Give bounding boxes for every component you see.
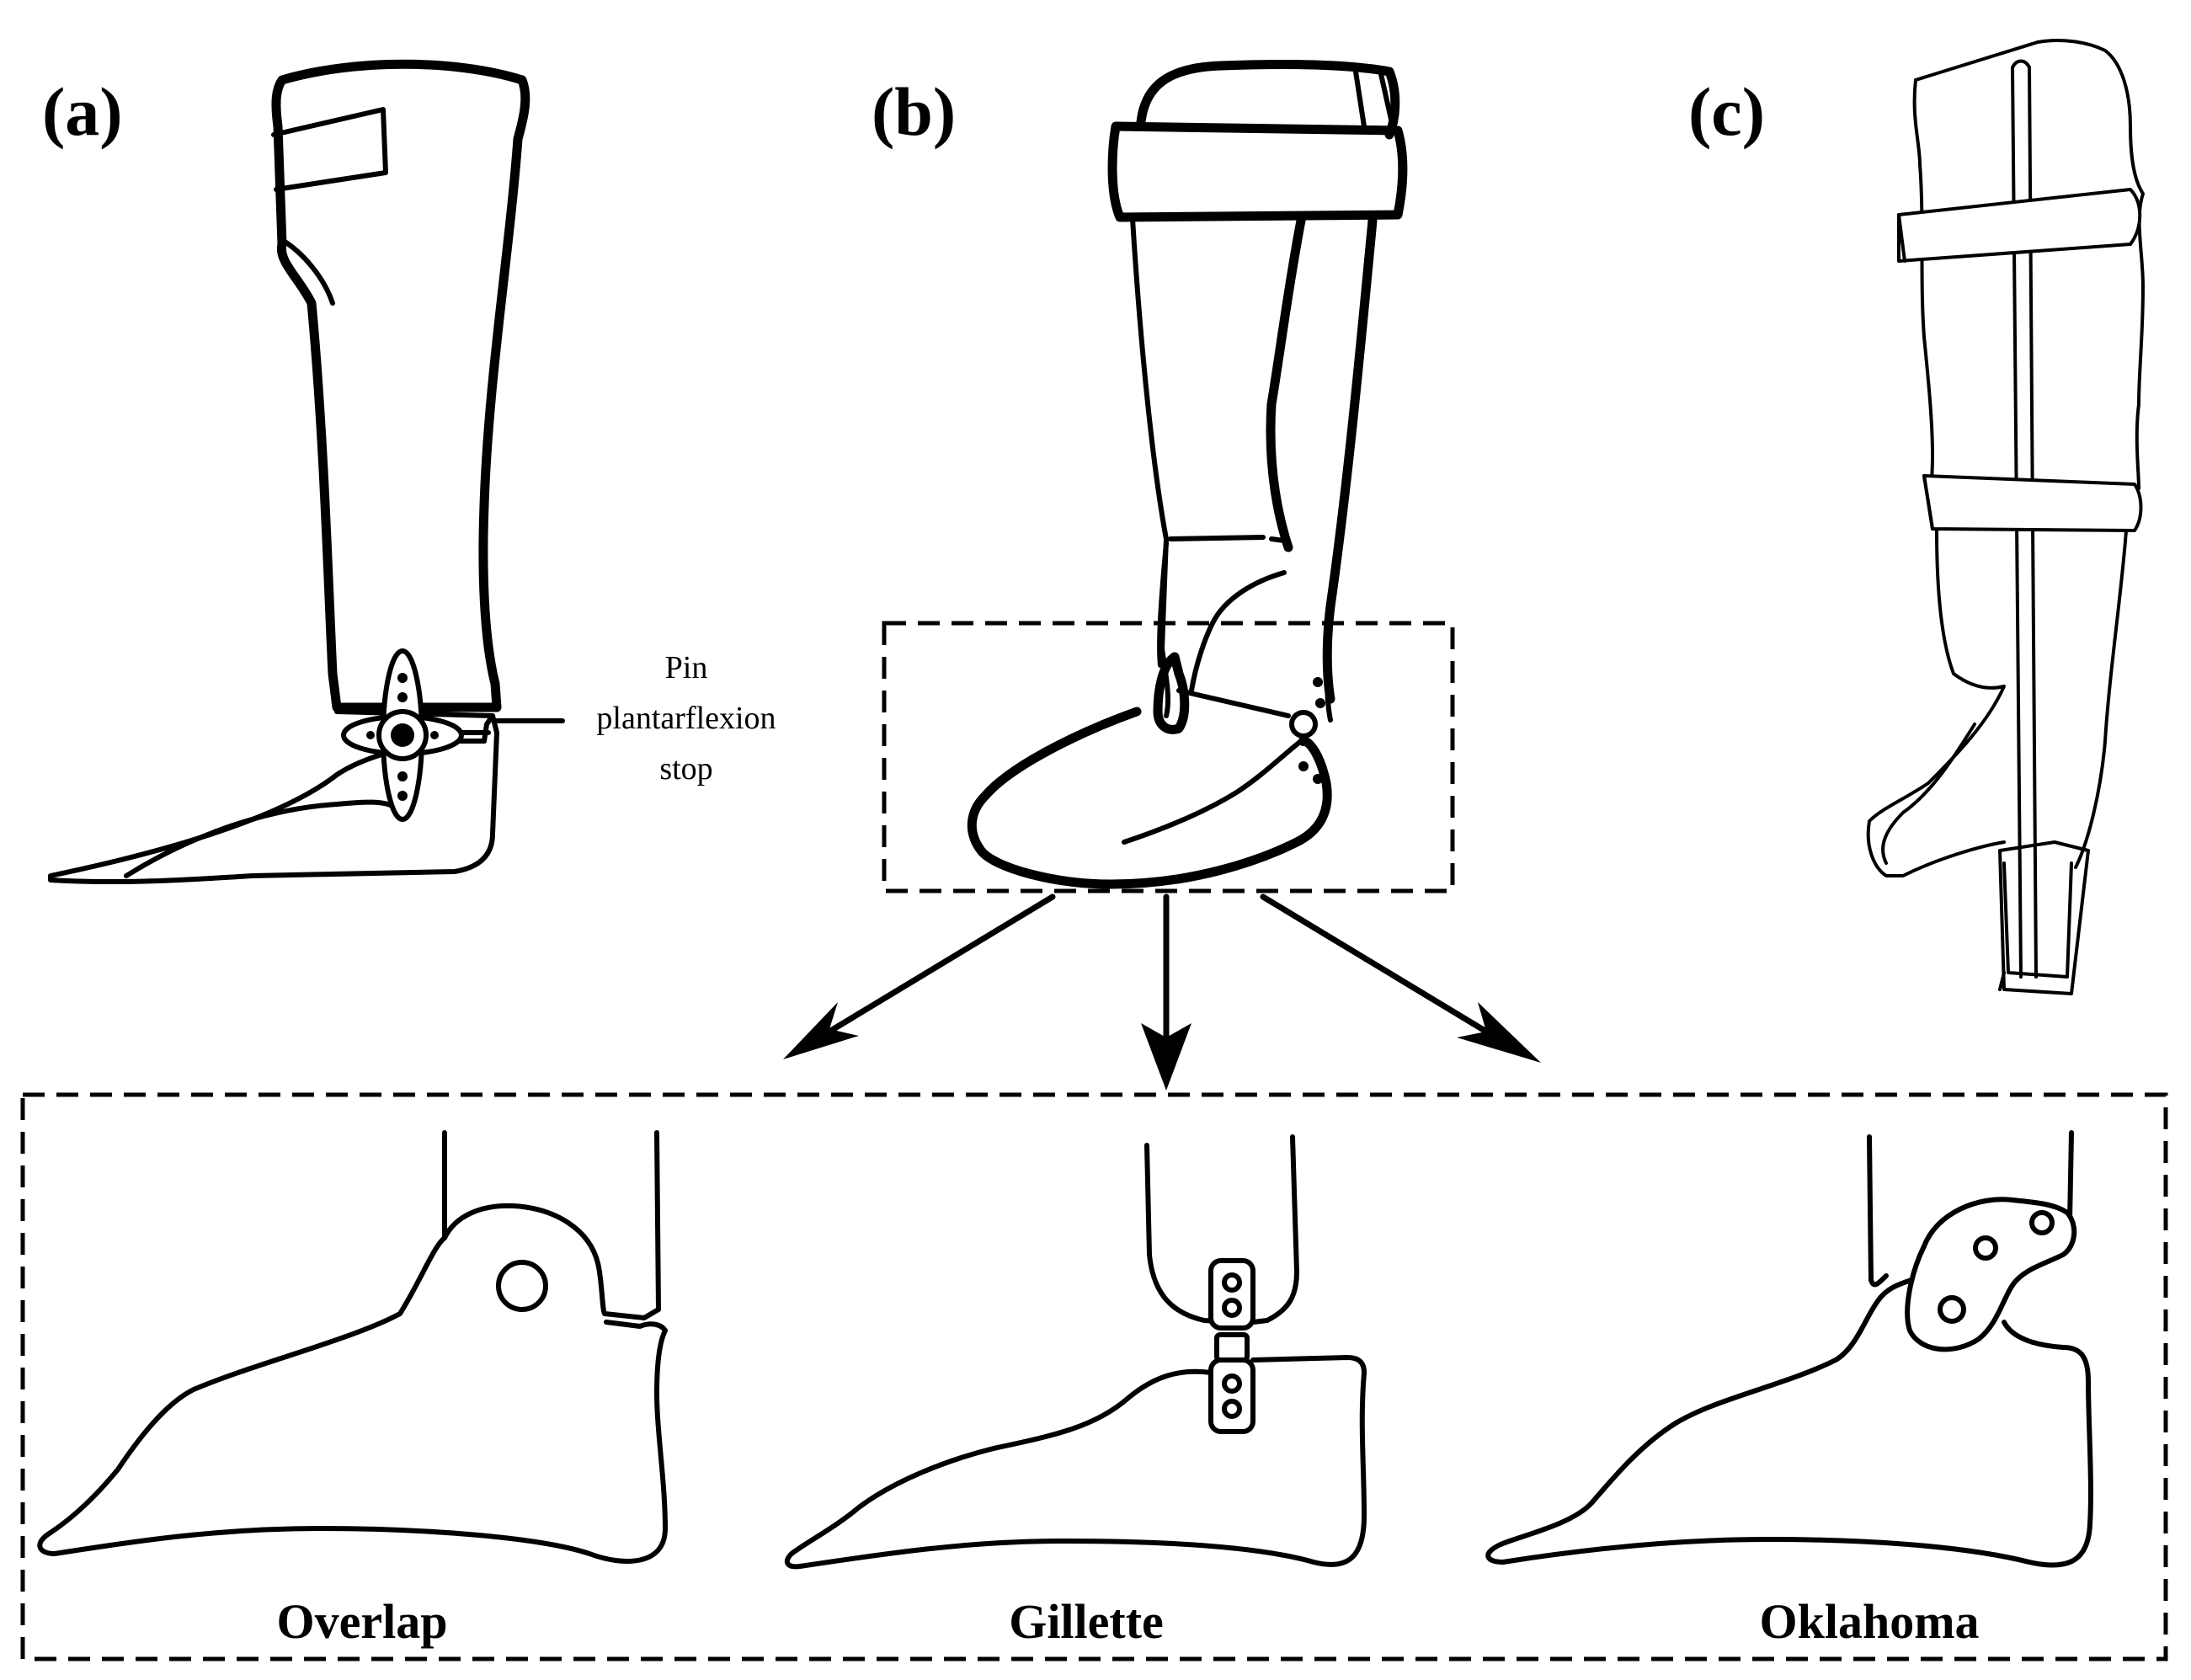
orthosis-a-drawing xyxy=(48,59,565,885)
joint-label-oklahoma: Oklahoma xyxy=(1759,1594,1979,1649)
svg-text:Pin: Pin xyxy=(665,650,708,685)
pin-plantarflexion-stop-label: Pin plantarflexion stop xyxy=(596,650,776,787)
joint-label-overlap: Overlap xyxy=(277,1594,448,1649)
orthosis-c-drawing xyxy=(1866,39,2145,995)
panel-label-b: (b) xyxy=(872,73,956,150)
joint-label-gillette: Gillette xyxy=(1009,1594,1164,1649)
orthosis-b-drawing xyxy=(967,59,1408,889)
panel-label-a: (a) xyxy=(42,73,123,150)
overlap-joint-drawing xyxy=(37,1130,668,1564)
svg-text:plantarflexion: plantarflexion xyxy=(596,701,776,736)
joint-detail-box xyxy=(20,1092,2168,1661)
svg-text:stop: stop xyxy=(659,751,712,787)
oklahoma-joint-drawing xyxy=(1485,1130,2093,1568)
ankle-detail-box xyxy=(882,621,1455,893)
gillette-joint-drawing xyxy=(784,1134,1367,1570)
arrow-to-oklahoma xyxy=(1260,893,1511,1048)
panel-label-c: (c) xyxy=(1688,73,1765,150)
arrow-to-overlap xyxy=(805,893,1056,1048)
detail-arrows xyxy=(783,893,1541,1091)
